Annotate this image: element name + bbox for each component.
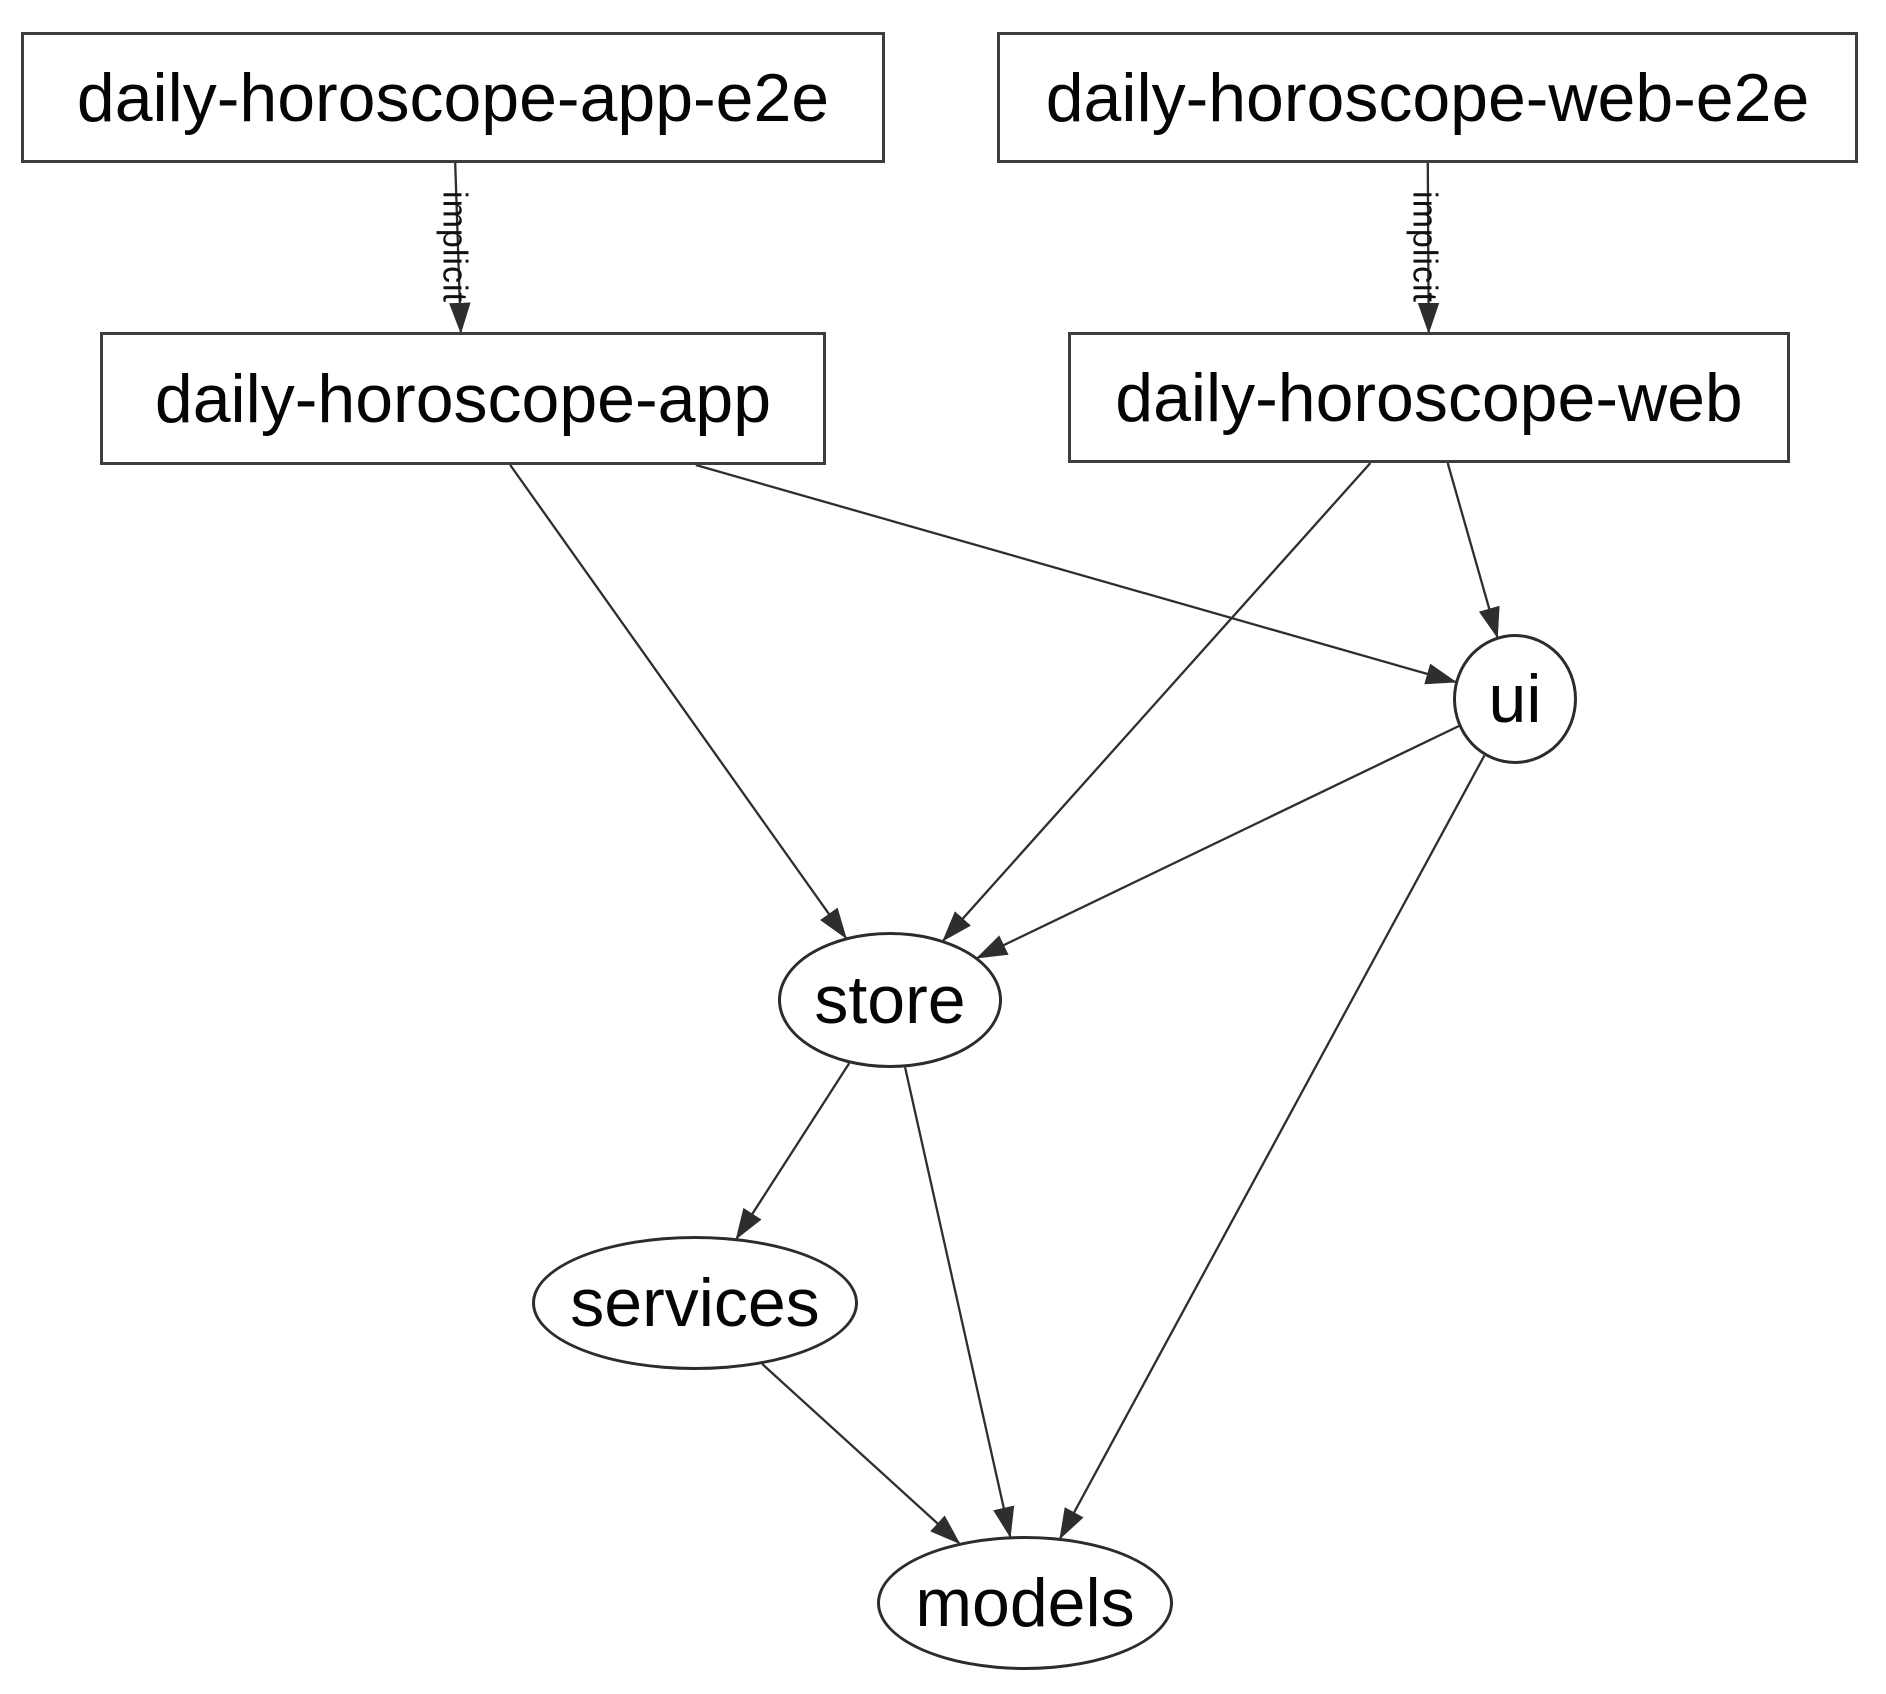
edge-daily-horoscope-app-store [509,464,847,940]
node-label: models [915,1565,1135,1641]
node-label: daily-horoscope-app-e2e [76,59,830,136]
node-label: daily-horoscope-app [154,360,772,437]
node-services: services [532,1236,858,1370]
edge-store-services [735,1062,851,1240]
edge-store-models [903,1067,1015,1539]
node-label: daily-horoscope-web-e2e [1045,59,1810,136]
node-ui: ui [1453,634,1577,764]
edge-daily-horoscope-app-ui [695,463,1458,685]
edge-daily-horoscope-web-ui [1446,462,1500,639]
node-store: store [778,932,1002,1068]
node-daily-horoscope-app-e2e: daily-horoscope-app-e2e [21,32,885,163]
edge-daily-horoscope-app-e2e-daily-horoscope-app [449,162,471,334]
node-daily-horoscope-web: daily-horoscope-web [1068,332,1790,463]
node-label: ui [1488,661,1542,737]
edge-ui-store [975,725,1460,959]
edge-label-implicit-app: implicit [435,191,474,303]
node-label: services [570,1265,820,1341]
node-daily-horoscope-web-e2e: daily-horoscope-web-e2e [997,32,1858,163]
node-daily-horoscope-app: daily-horoscope-app [100,332,826,465]
edge-daily-horoscope-web-store [942,462,1372,942]
edge-ui-models [1059,754,1486,1540]
node-models: models [877,1536,1173,1670]
edge-services-models [761,1363,961,1545]
edge-label-implicit-web: implicit [1405,191,1444,303]
node-label: store [814,962,966,1038]
node-label: daily-horoscope-web [1115,359,1743,436]
edge-daily-horoscope-web-e2e-daily-horoscope-web [1417,162,1440,334]
